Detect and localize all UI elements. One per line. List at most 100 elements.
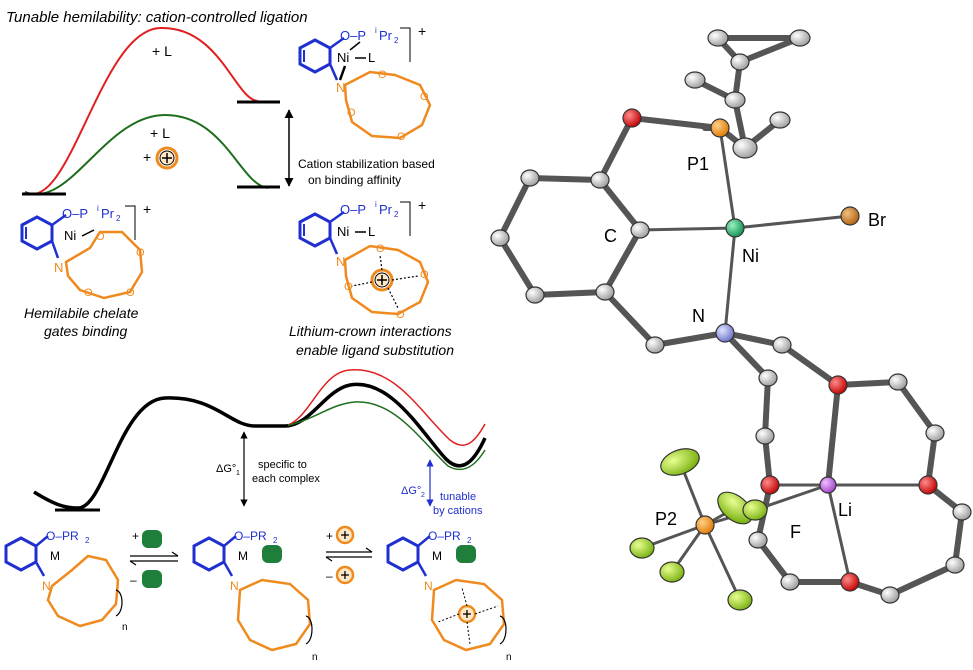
b2-bound-ligand (262, 545, 282, 563)
dg2-caption-line1: tunable (440, 491, 476, 503)
oxygen-atoms (622, 108, 938, 592)
p2-atom (695, 515, 715, 535)
br-atom (840, 206, 860, 226)
bottom-structure-2: O–PR 2 M N n (192, 529, 318, 663)
left-charge: + (143, 201, 151, 217)
dg1-caption-line1: specific to (258, 459, 307, 471)
right-crown-o-1: O (376, 243, 385, 255)
crystal-structure: P1 C Ni Br N P2 F Li (490, 29, 972, 611)
top-title: Tunable hemilability: cation-controlled … (6, 9, 308, 26)
b3-pr2: O–PR (428, 529, 461, 543)
label-f: F (790, 522, 801, 542)
right-caption-line1: Lithium-crown interactions (289, 323, 452, 339)
right-nickel: Ni (337, 224, 349, 239)
arrow-caption-line1: Cation stabilization based (298, 157, 435, 171)
eq1-plus: + (132, 529, 139, 543)
label-n: N (692, 306, 705, 326)
label-c: C (604, 226, 617, 246)
eq1-minus: – (130, 573, 137, 587)
dg2-caption-line2: by cations (433, 505, 483, 517)
red-energy-profile (284, 369, 486, 446)
left-crown-o-4: O (84, 287, 93, 299)
b3-metal: M (432, 549, 442, 563)
top-right-ipr-sub: 2 (394, 36, 399, 45)
right-crown-o-4: O (344, 281, 353, 293)
b2-metal: M (238, 549, 248, 563)
left-caption-line1: Hemilabile chelate (24, 305, 139, 321)
right-nitrogen: N (336, 254, 345, 269)
right-ligand: L (368, 224, 375, 239)
b1-metal: M (50, 549, 60, 563)
bottom-structure-3: O–PR 2 M N n (386, 529, 512, 663)
lower-curve-label: + L (150, 125, 170, 141)
label-p2: P2 (655, 509, 677, 529)
label-li: Li (838, 500, 852, 520)
b1-pr2: O–PR (46, 529, 79, 543)
left-ipr: Pr (101, 206, 115, 221)
dg2-label: ΔG° (401, 485, 421, 497)
b1-sub2: 2 (85, 536, 90, 545)
label-p1: P1 (687, 154, 709, 174)
b3-repeat: n (506, 652, 512, 663)
ni-atom (725, 218, 745, 238)
top-right-ligand: L (368, 50, 375, 65)
left-crown-o-3: O (126, 287, 135, 299)
left-nitrogen: N (54, 260, 63, 275)
crown-o-4: O (347, 107, 356, 119)
eq2-plus: + (326, 529, 333, 543)
cation-plus-sign: + (143, 149, 151, 165)
dg1-label: ΔG° (216, 463, 236, 475)
top-right-ipr: Pr (379, 28, 393, 43)
right-caption-line2: enable ligand substitution (296, 342, 454, 358)
left-crown-o-1: O (96, 231, 105, 243)
top-right-charge: + (418, 23, 426, 39)
top-right-nickel: Ni (337, 50, 349, 65)
structure-hemilabile-chelate: O–P i Pr 2 Ni N O O O O + (20, 201, 151, 300)
b3-bound-ligand (456, 545, 476, 563)
green-energy-curve (24, 113, 269, 196)
b2-nitrogen: N (230, 579, 239, 593)
right-charge: + (418, 197, 426, 213)
li-atom (819, 476, 837, 494)
left-ipr-sup: i (97, 204, 99, 213)
dg2-sub: 2 (421, 492, 425, 499)
dg1-caption-line2: each complex (252, 473, 320, 485)
right-ipr: Pr (379, 202, 393, 217)
upper-curve-label: + L (152, 43, 172, 59)
b2-repeat: n (312, 652, 318, 663)
crown-o-2: O (420, 91, 429, 103)
carbon-atoms (490, 29, 972, 604)
right-crown-o-2: O (420, 269, 429, 281)
red-energy-curve (24, 26, 259, 195)
b3-nitrogen: N (424, 579, 433, 593)
left-nickel: Ni (64, 228, 76, 243)
b1-nitrogen: N (42, 579, 51, 593)
crown-o-1: O (378, 69, 387, 81)
ligand-block-top (142, 530, 162, 548)
ligand-block-bottom (142, 570, 162, 588)
cation-icon (155, 146, 179, 170)
dg1-sub: 1 (236, 470, 240, 477)
b2-pr2: O–PR (234, 529, 267, 543)
b2-sub2: 2 (273, 536, 278, 545)
top-right-ipr-sup: i (375, 26, 377, 35)
right-ipr-sup: i (375, 200, 377, 209)
left-caption-line2: gates binding (44, 323, 128, 339)
top-right-nitrogen: N (336, 80, 345, 95)
equilibrium-2: + – (325, 525, 373, 585)
left-ipr-sub: 2 (116, 214, 121, 223)
crown-o-3: O (397, 131, 406, 143)
equilibrium-1: + – (129, 529, 179, 588)
label-br: Br (868, 210, 886, 230)
green-energy-profile (284, 401, 486, 471)
right-crown-o-3: O (396, 309, 405, 321)
structure-lithium-crown: O–P i Pr 2 Ni L N O O O O + (298, 197, 430, 321)
structure-ni-l-open: O–P i Pr 2 Ni L N O O O O + (298, 23, 432, 143)
b3-sub2: 2 (467, 536, 472, 545)
p1-atom (710, 118, 730, 138)
n-atom (715, 323, 735, 343)
fluorine-atoms (629, 448, 768, 611)
right-ipr-sub: 2 (394, 210, 399, 219)
left-phosphinite: O–P (62, 206, 88, 221)
